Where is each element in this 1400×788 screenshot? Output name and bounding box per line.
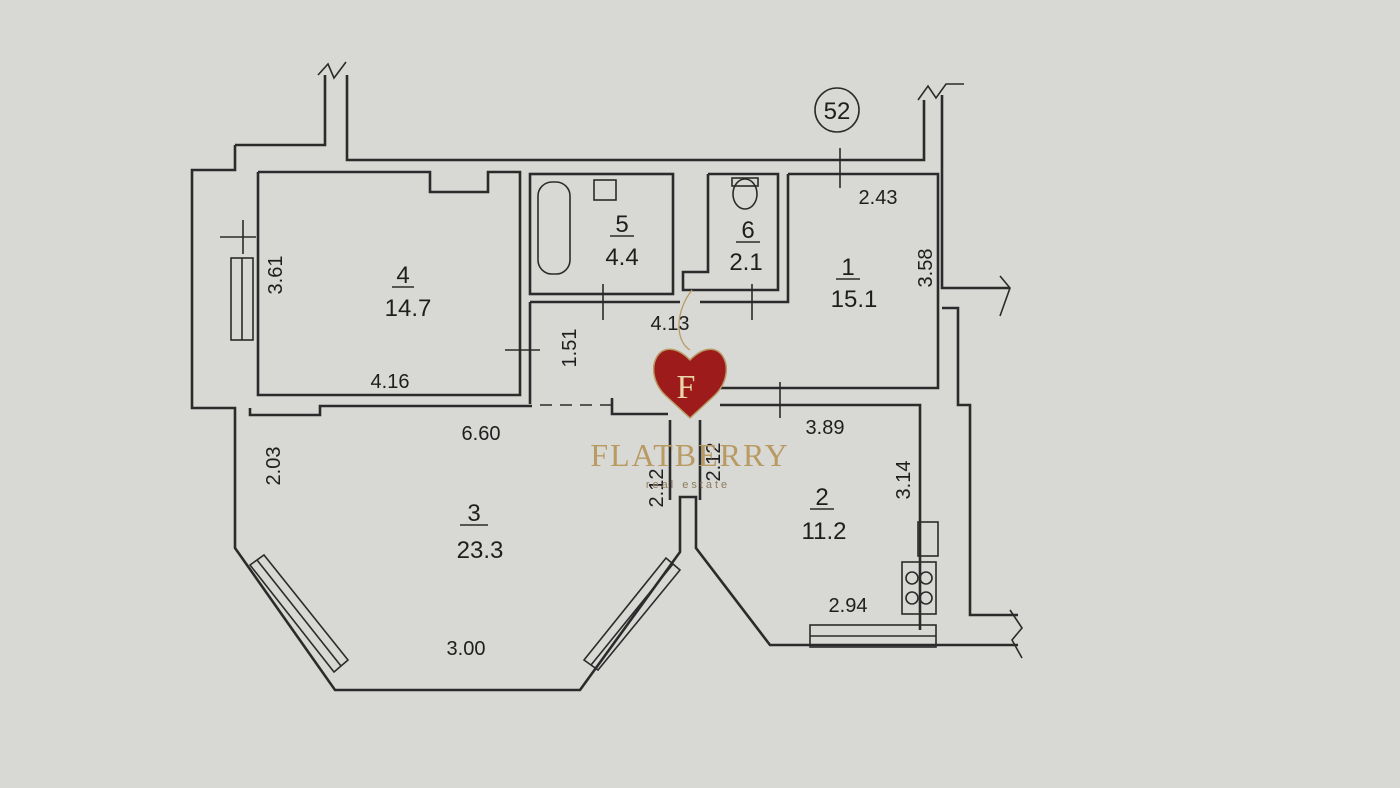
dim-2-12-left: 2.12 — [646, 469, 668, 508]
dim-3-14: 3.14 — [893, 461, 915, 500]
bathtub-icon — [537, 181, 571, 275]
room-4-area: 14.7 — [385, 295, 432, 322]
windows — [230, 257, 937, 674]
dim-2-12-right: 2.12 — [703, 443, 725, 482]
room-6-area: 2.1 — [729, 249, 762, 276]
dim-2-94: 2.94 — [829, 595, 868, 617]
dim-2-43: 2.43 — [859, 187, 898, 209]
toilet-icon — [732, 178, 758, 210]
room-4-number: 4 — [396, 262, 409, 289]
dim-3-61: 3.61 — [265, 256, 287, 295]
sink-icon — [593, 179, 617, 201]
outer-walls — [190, 61, 1023, 692]
room-labels: 4 14.7 5 4.4 6 2.1 1 15.1 3 23.3 2 11.2 — [385, 211, 878, 564]
room-6-number: 6 — [741, 217, 754, 244]
fixtures — [537, 177, 939, 615]
stove-icon — [901, 561, 937, 615]
dimension-ticks — [220, 148, 841, 418]
dim-3-89: 3.89 — [806, 417, 845, 439]
dim-2-03: 2.03 — [263, 447, 285, 486]
brand-tagline: real estate — [646, 479, 730, 491]
kitchen-sink-icon — [917, 521, 939, 557]
room-3-area: 23.3 — [457, 537, 504, 564]
logo-letter: F — [677, 369, 696, 406]
section-marker: 52 — [814, 87, 860, 133]
room-2-area: 11.2 — [802, 518, 847, 545]
dim-6-60: 6.60 — [462, 423, 501, 445]
dim-1-51: 1.51 — [559, 329, 581, 368]
room-3-number: 3 — [467, 500, 480, 527]
room-1-number: 1 — [841, 254, 854, 281]
dim-4-13: 4.13 — [651, 313, 690, 335]
brand-name: FLATBERRY — [590, 437, 789, 473]
berry-heart-icon — [652, 348, 728, 420]
room-1-area: 15.1 — [831, 286, 878, 313]
section-number: 52 — [824, 98, 851, 125]
dim-4-16: 4.16 — [371, 371, 410, 393]
dimension-labels: 2.43 3.58 3.61 4.16 1.51 4.13 6.60 3.89 … — [263, 187, 937, 660]
room-5-area: 4.4 — [605, 244, 638, 271]
room-5-number: 5 — [615, 211, 628, 238]
interior-walls — [248, 170, 940, 630]
dim-3-00: 3.00 — [447, 638, 486, 660]
room-2-number: 2 — [815, 484, 828, 511]
section-marker-circle — [814, 87, 860, 133]
dim-3-58: 3.58 — [915, 249, 937, 288]
flatberry-logo: F FLATBERRY real estate — [590, 289, 789, 491]
